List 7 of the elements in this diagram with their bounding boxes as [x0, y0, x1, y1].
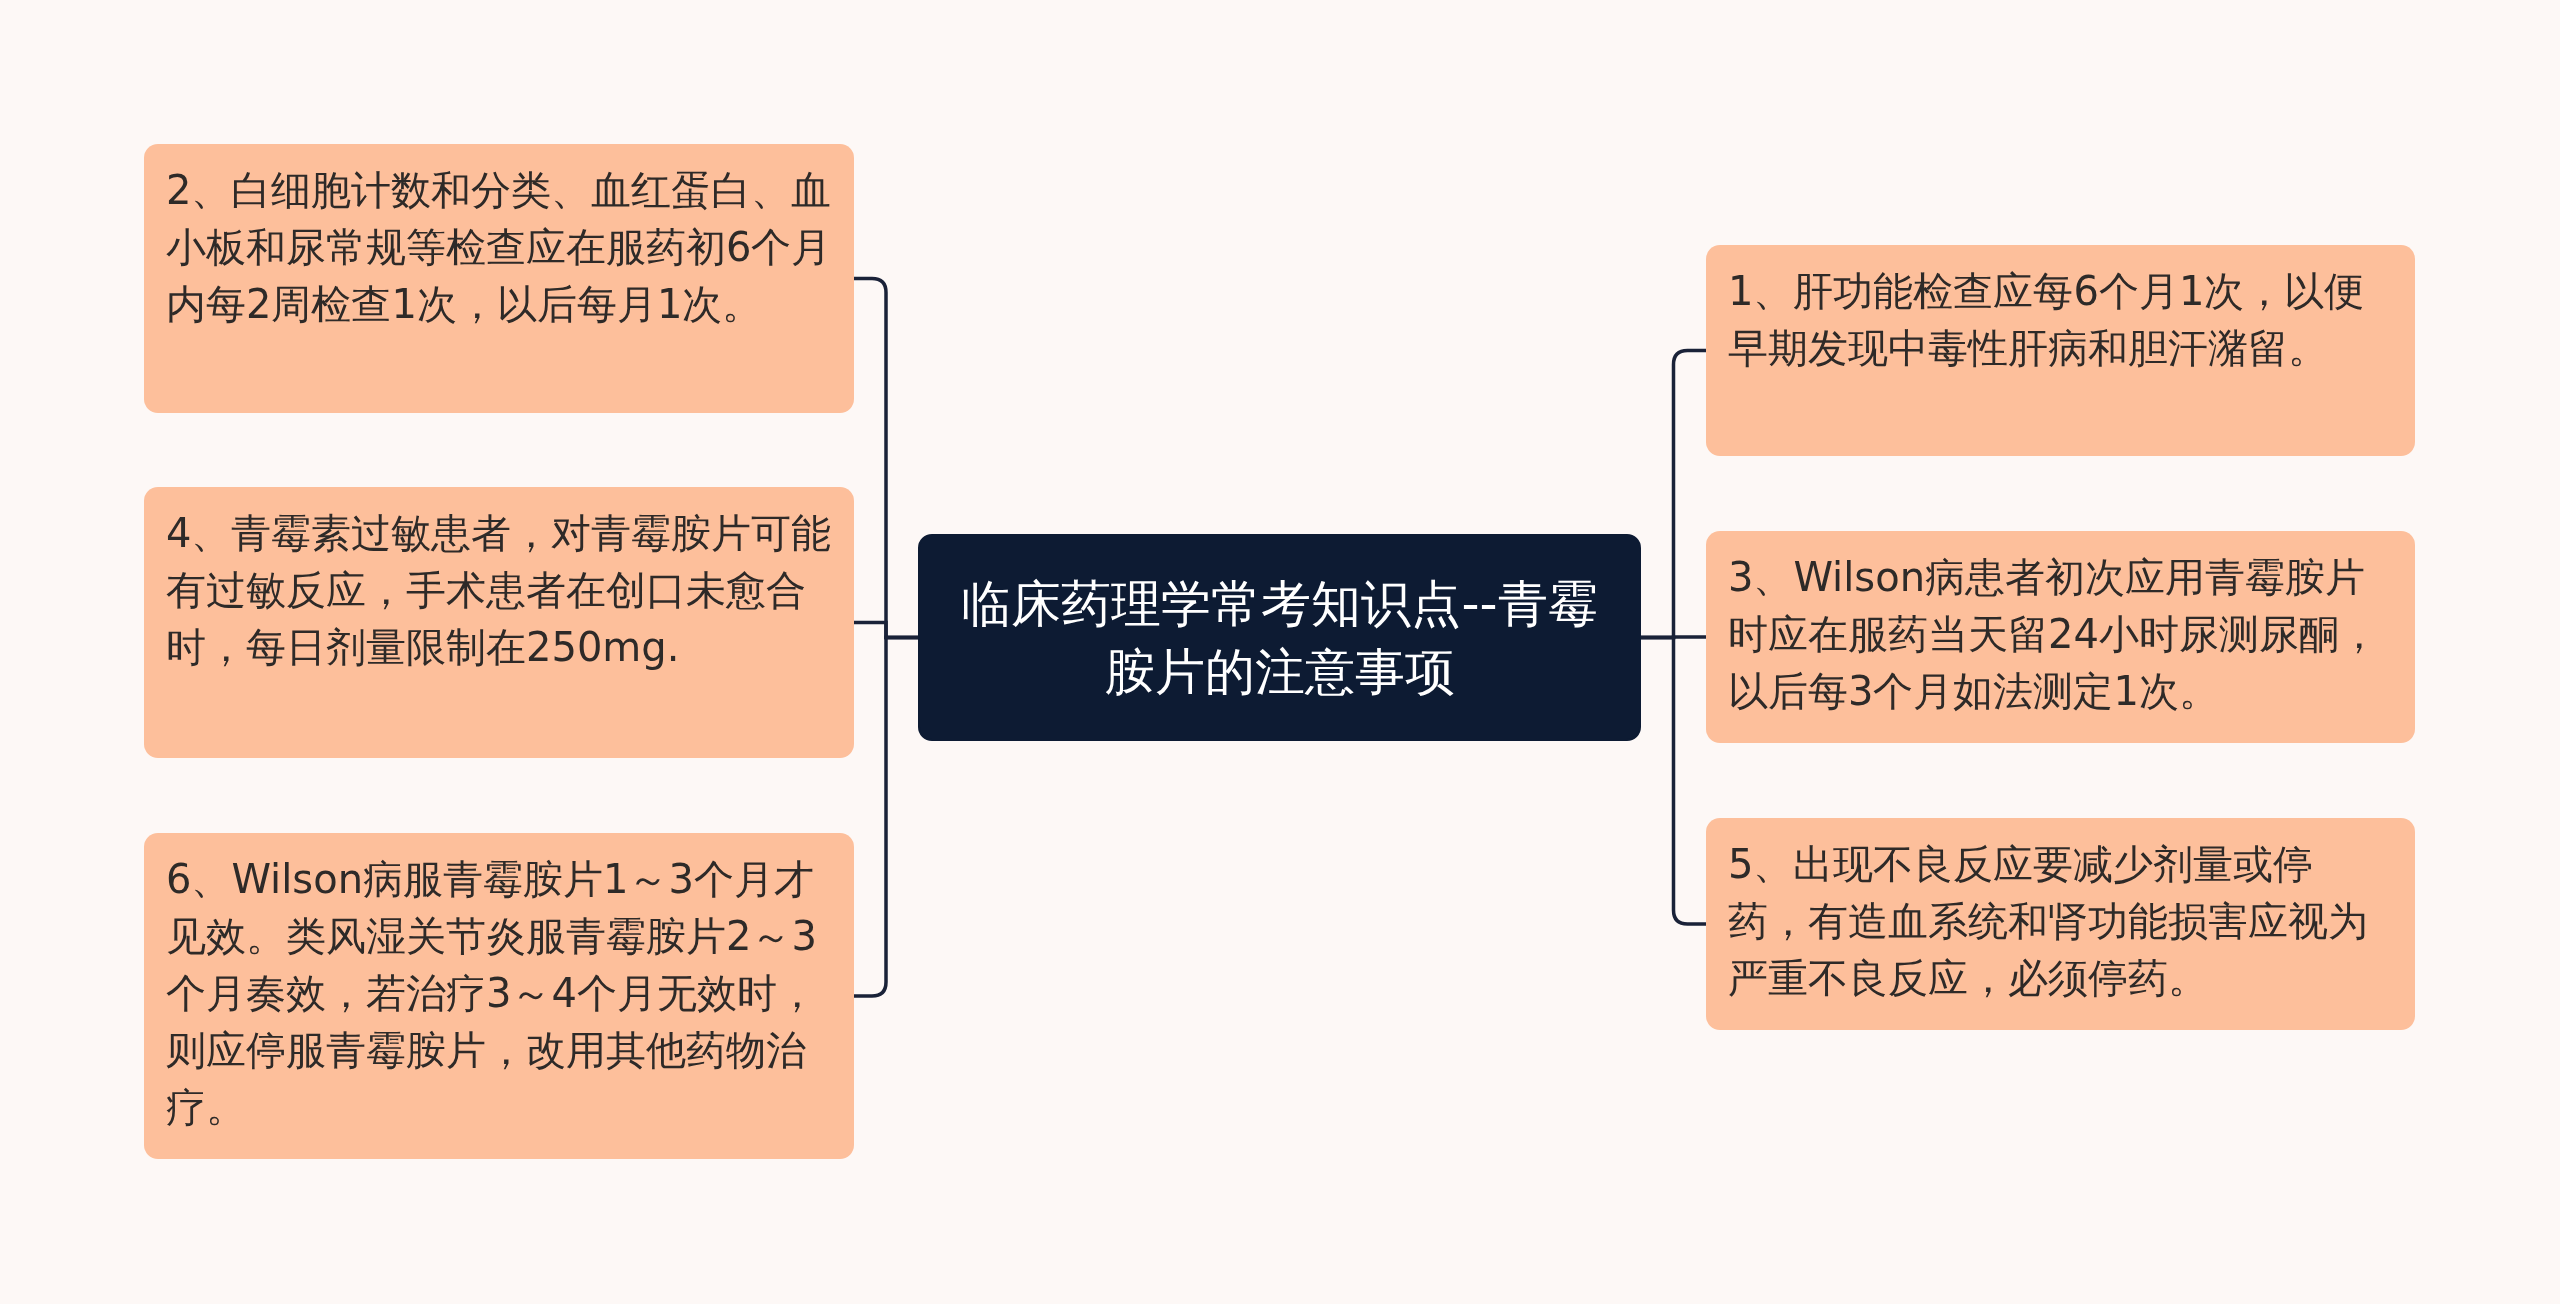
subtopic-box: 4、青霉素过敏患者，对青霉胺片可能有过敏反应，手术患者在创口未愈合时，每日剂量限制在250mg. — [144, 487, 854, 758]
subtopic-box: 3、Wilson病患者初次应用青霉胺片时应在服药当天留24小时尿测尿酮，以后每3个月如法测定1次。 — [1706, 531, 2415, 743]
subtopic-box: 2、白细胞计数和分类、血红蛋白、血小板和尿常规等检查应在服药初6个月内每2周检查1次，以后每月1次。 — [144, 144, 854, 413]
subtopic-box: 6、Wilson病服青霉胺片1～3个月才见效。类风湿关节炎服青霉胺片2～3个月奏效，若治疗3～4个月无效时，则应停服青霉胺片，改用其他药物治疗。 — [144, 833, 854, 1159]
subtopic-box: 1、肝功能检查应每6个月1次，以便早期发现中毒性肝病和胆汗潴留。 — [1706, 245, 2415, 456]
topic-box: 临床药理学常考知识点--青霉胺片的注意事项 — [918, 534, 1641, 741]
subtopic-box: 5、出现不良反应要减少剂量或停药，有造血系统和肾功能损害应视为严重不良反应，必须停药。 — [1706, 818, 2415, 1030]
